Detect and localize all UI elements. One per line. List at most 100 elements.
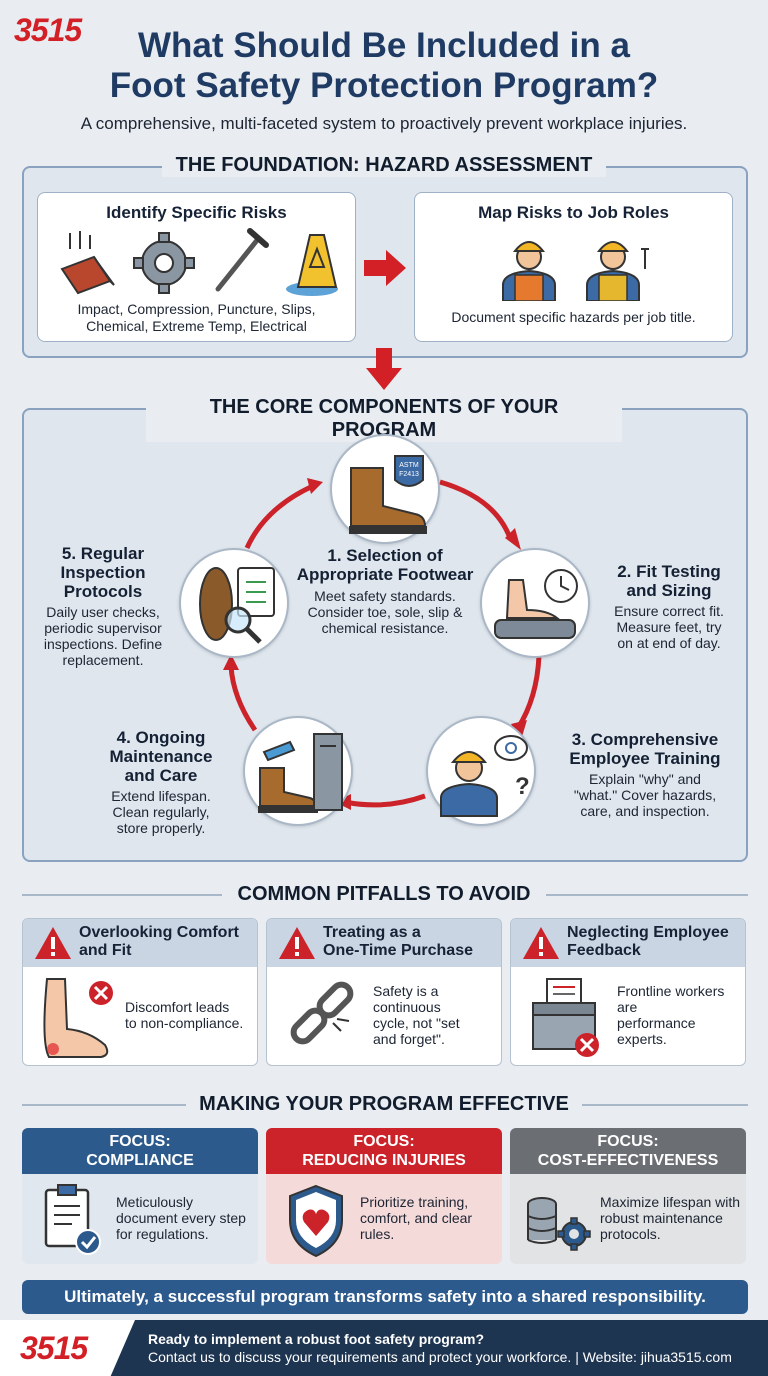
c5-title-2: Inspection bbox=[60, 563, 146, 582]
c2-title-2: and Sizing bbox=[626, 581, 712, 600]
focus-compliance-header: FOCUS: COMPLIANCE bbox=[22, 1128, 258, 1174]
badge-line-1: ASTM bbox=[399, 462, 419, 469]
footer-logo-area bbox=[0, 1320, 135, 1376]
focus-cost-text-3: protocols. bbox=[600, 1226, 661, 1242]
identify-risks-heading: Identify Specific Risks bbox=[106, 203, 287, 222]
pitfall-one-time-title-2: One-Time Purchase bbox=[323, 942, 473, 959]
pitfall-one-time-text-4: and forget". bbox=[373, 1031, 445, 1047]
title-line-1: What Should Be Included in a bbox=[138, 26, 630, 65]
focus-injuries-text-1: Prioritize training, bbox=[360, 1194, 469, 1210]
focus-cost-title: COST-EFFECTIVENESS bbox=[537, 1152, 719, 1169]
warning-icon bbox=[279, 927, 315, 959]
c5-desc-2: periodic supervisor bbox=[44, 620, 162, 636]
pitfall-one-time: Treating as a One-Time Purchase Safety i… bbox=[266, 918, 502, 1066]
pitfall-one-time-header: Treating as a One-Time Purchase bbox=[267, 919, 501, 967]
c2-title-1: 2. Fit Testing bbox=[617, 562, 721, 581]
focus-cost-text: Maximize lifespan with robust maintenanc… bbox=[600, 1194, 740, 1242]
c4-desc-1: Extend lifespan. bbox=[111, 788, 211, 804]
focus-injuries-body: Prioritize training, comfort, and clear … bbox=[266, 1174, 502, 1264]
pitfall-feedback-text: Frontline workers are performance expert… bbox=[617, 983, 724, 1047]
brick-icon bbox=[60, 231, 115, 295]
focus-compliance-body: Meticulously document every step for reg… bbox=[22, 1174, 258, 1264]
c5-title-1: 5. Regular bbox=[61, 544, 145, 563]
footer-line-1: Ready to implement a robust foot safety … bbox=[148, 1331, 485, 1347]
c3-text: 3. Comprehensive Employee Training Expla… bbox=[544, 730, 746, 819]
focus-injuries-text-2: comfort, and clear bbox=[360, 1210, 473, 1226]
workers-icon bbox=[502, 241, 649, 301]
pitfall-comfort-title-2: and Fit bbox=[79, 942, 132, 959]
identify-risks-line-2: Chemical, Extreme Temp, Electrical bbox=[86, 318, 307, 334]
pitfall-feedback: Neglecting Employee Feedback Frontline w… bbox=[510, 918, 746, 1066]
pitfall-comfort-text: Discomfort leads to non-compliance. bbox=[125, 999, 243, 1031]
c5-title-3: Protocols bbox=[63, 582, 143, 601]
identify-risks-card: Identify Specific Risks Impact, Compress… bbox=[37, 192, 356, 342]
focus-injuries-header: FOCUS: REDUCING INJURIES bbox=[266, 1128, 502, 1174]
circle-training: ? bbox=[426, 716, 536, 826]
pitfall-one-time-title: Treating as a One-Time Purchase bbox=[323, 924, 473, 960]
focus-compliance-label: FOCUS: bbox=[109, 1133, 171, 1150]
c4-desc-3: store properly. bbox=[116, 820, 206, 836]
focus-compliance-text-3: for regulations. bbox=[116, 1226, 209, 1242]
circle-inspection bbox=[179, 548, 289, 658]
footer-line-2[interactable]: Contact us to discuss your requirements … bbox=[148, 1349, 732, 1365]
pitfall-one-time-title-1: Treating as a bbox=[323, 924, 421, 941]
c4-desc-2: Clean regularly, bbox=[112, 804, 210, 820]
c1-text: 1. Selection of Appropriate Footwear Mee… bbox=[285, 546, 485, 636]
brand-logo: 3515 bbox=[14, 12, 82, 48]
focus-compliance-text-2: document every step bbox=[116, 1210, 246, 1226]
circle-maintenance bbox=[243, 716, 353, 826]
cycle-arrows bbox=[223, 478, 542, 810]
identify-risks-text: Impact, Compression, Puncture, Slips, Ch… bbox=[38, 301, 355, 335]
warning-icon bbox=[523, 927, 559, 959]
feedback-box-icon bbox=[532, 978, 599, 1057]
boot-cleaning-icon bbox=[258, 733, 343, 813]
page-subtitle: A comprehensive, multi-faceted system to… bbox=[80, 114, 688, 133]
circle-fit-testing bbox=[480, 548, 590, 658]
pitfall-comfort-header: Overlooking Comfort and Fit bbox=[23, 919, 257, 967]
focus-compliance-text-1: Meticulously bbox=[116, 1194, 194, 1210]
c5-text: 5. Regular Inspection Protocols Daily us… bbox=[32, 544, 174, 668]
sore-foot-icon bbox=[43, 978, 113, 1058]
risk-icons bbox=[60, 228, 338, 296]
shield-heart-icon bbox=[289, 1184, 343, 1258]
title-line-2: Foot Safety Protection Program? bbox=[109, 66, 659, 105]
pitfall-feedback-title-2: Feedback bbox=[567, 942, 641, 959]
pitfalls-title: COMMON PITFALLS TO AVOID bbox=[222, 883, 546, 906]
c2-desc-1: Ensure correct fit. bbox=[614, 603, 724, 619]
broken-chain-icon bbox=[290, 981, 354, 1045]
c3-desc-3: care, and inspection. bbox=[580, 803, 710, 819]
c2-desc-2: Measure feet, try bbox=[616, 619, 722, 635]
pitfall-one-time-text-3: cycle, not "set bbox=[373, 1015, 460, 1031]
c1-title-1: 1. Selection of bbox=[327, 546, 443, 565]
focus-injuries-label: FOCUS: bbox=[353, 1133, 415, 1150]
svg-text:?: ? bbox=[515, 773, 530, 800]
c1-desc-3: chemical resistance. bbox=[321, 620, 449, 636]
pitfall-comfort-text-1: Discomfort leads bbox=[125, 999, 230, 1015]
identify-risks-line-1: Impact, Compression, Puncture, Slips, bbox=[77, 301, 316, 317]
trainer-icon: ? bbox=[440, 735, 530, 817]
focus-compliance-title: COMPLIANCE bbox=[86, 1152, 194, 1169]
pitfall-feedback-text-4: experts. bbox=[617, 1031, 667, 1047]
wet-floor-sign-icon bbox=[286, 234, 338, 296]
c5-desc-1: Daily user checks, bbox=[46, 604, 160, 620]
pitfall-feedback-title-1: Neglecting Employee bbox=[567, 924, 729, 941]
focus-compliance: FOCUS: COMPLIANCE Meticulously document … bbox=[22, 1128, 258, 1264]
electrical-worker-icon bbox=[586, 241, 649, 301]
arrow-right-icon bbox=[364, 250, 406, 286]
warning-icon bbox=[35, 927, 71, 959]
focus-cost-header: FOCUS: COST-EFFECTIVENESS bbox=[510, 1128, 746, 1174]
c4-title-2: Maintenance bbox=[109, 747, 213, 766]
page-title: What Should Be Included in a Foot Safety… bbox=[0, 26, 768, 106]
footer-text: Ready to implement a robust foot safety … bbox=[148, 1330, 758, 1366]
footer-logo: 3515 bbox=[20, 1330, 88, 1366]
focus-injuries-text-3: rules. bbox=[360, 1226, 395, 1242]
pitfall-feedback-title: Neglecting Employee Feedback bbox=[567, 924, 729, 960]
core-title: THE CORE COMPONENTS OF YOUR PROGRAM bbox=[146, 396, 622, 442]
c3-title-2: Employee Training bbox=[569, 749, 721, 768]
foot-scale-icon bbox=[494, 569, 578, 639]
pitfall-comfort: Overlooking Comfort and Fit Discomfort l… bbox=[22, 918, 258, 1066]
c3-desc-1: Explain "why" and bbox=[589, 771, 701, 787]
gear-icon bbox=[133, 232, 195, 294]
focus-injuries-title: REDUCING INJURIES bbox=[302, 1152, 466, 1169]
map-risks-heading: Map Risks to Job Roles bbox=[478, 203, 669, 222]
